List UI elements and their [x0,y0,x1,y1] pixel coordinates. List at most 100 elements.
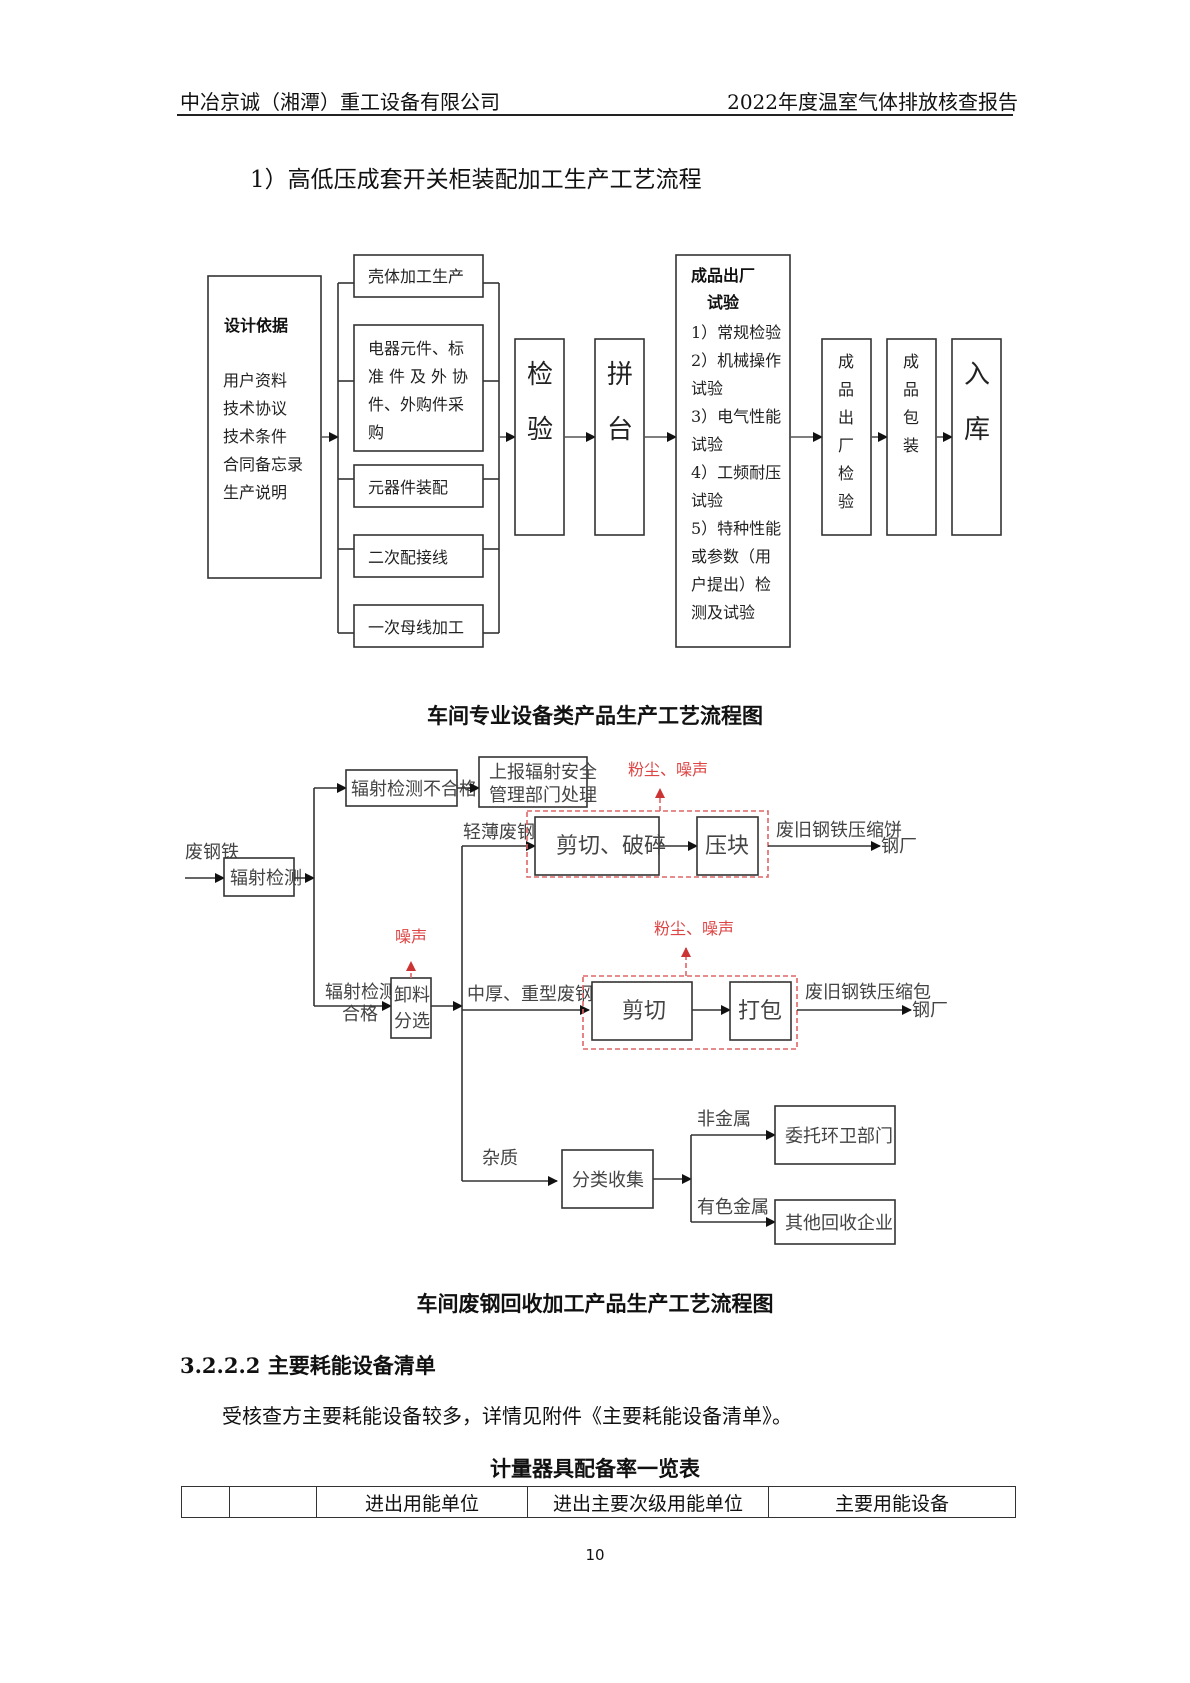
label-steel-mill: 钢厂 [881,836,917,857]
table-header-cell: 进出主要次级用能单位 [527,1486,769,1518]
label-light-scrap: 轻薄废钢 [463,822,535,843]
page-number: 10 [585,1546,605,1564]
svg-text:3）电气性能: 3）电气性能 [691,407,781,426]
label-nonmetal: 非金属 [697,1109,751,1130]
box-sanitation [774,1105,896,1165]
svg-text:件、外购件采: 件、外购件采 [368,395,464,414]
svg-text:试验: 试验 [691,435,723,454]
label-noise: 噪声 [395,927,427,946]
table-header-cell: 主要用能设备 [768,1486,1016,1518]
svg-text:剪切、破碎: 剪切、破碎 [556,834,666,859]
svg-text:压块: 压块 [705,834,749,859]
table-title: 计量器具配备率一览表 [490,1457,700,1481]
svg-text:成品出厂: 成品出厂 [691,266,755,285]
section-heading-energy-equipment: 3.2.2.2 主要耗能设备清单 [180,1353,436,1378]
svg-text:拼: 拼 [607,360,633,390]
metering-table: 进出用能单位 进出主要次级用能单位 主要用能设备 [181,1486,1016,1518]
svg-text:2）机械操作: 2）机械操作 [691,351,781,370]
design-basis-item: 合同备忘录 [223,455,303,474]
svg-text:成: 成 [903,352,919,371]
svg-text:户提出）检: 户提出）检 [691,575,771,594]
caption-scrap-flow: 车间废钢回收加工产品生产工艺流程图 [416,1292,774,1316]
flow1-diagram: 设计依据 用户资料 技术协议 技术条件 合同备忘录 生产说明 壳体加工生产 电器… [207,254,1002,648]
step-procurement: 电器元件、标 准件及外协 件、外购件采 购 [338,324,499,452]
emission-zone [526,810,769,878]
box-unload-sort [390,977,432,1039]
svg-text:验: 验 [838,492,854,511]
svg-text:验: 验 [527,415,553,445]
svg-text:或参数（用: 或参数（用 [691,547,771,566]
svg-text:4）工频耐压: 4）工频耐压 [691,463,781,482]
label-nonferrous: 有色金属 [697,1197,769,1218]
svg-text:一次母线加工: 一次母线加工 [368,618,464,637]
design-basis-item: 技术条件 [223,427,287,446]
svg-text:委托环卫部门: 委托环卫部门 [785,1126,893,1147]
svg-text:包: 包 [903,408,919,427]
svg-text:其他回收企业: 其他回收企业 [785,1213,893,1234]
header-divider [177,114,1013,116]
section-title-switchgear: 1）高低压成套开关柜装配加工生产工艺流程 [250,167,702,193]
svg-text:准件及外协: 准件及外协 [368,367,468,386]
design-basis-title: 设计依据 [224,316,288,335]
box-bale [729,981,792,1041]
box-recycler [774,1199,896,1245]
label-bale-out: 废旧钢铁压缩包 [805,982,931,1003]
svg-text:剪切: 剪切 [622,999,666,1024]
svg-text:电器元件、标: 电器元件、标 [368,339,464,358]
step-shell-processing: 壳体加工生产 [338,254,499,298]
label-radiation-fail: 辐射检测不合格 [351,779,477,800]
step-final-inspection: 成 品 出 厂 检 验 [821,338,872,536]
step-busbar-processing: 一次母线加工 [338,604,499,648]
svg-text:品: 品 [838,380,854,399]
svg-text:台: 台 [607,415,633,445]
svg-text:元器件装配: 元器件装配 [368,478,448,497]
step-packing: 成 品 包 装 [886,338,937,536]
table-header-cell [229,1486,317,1518]
box-shear [591,981,693,1041]
table-header-cell: 进出用能单位 [316,1486,528,1518]
label-radiation-pass: 辐射检测 [325,982,397,1003]
label-radiation-check: 辐射检测 [230,868,302,889]
box-sort-collect [561,1149,654,1209]
step-assembly-platform: 拼 台 [594,338,645,536]
svg-text:5）特种性能: 5）特种性能 [691,519,781,538]
design-basis-item: 生产说明 [223,483,287,502]
svg-text:上报辐射安全: 上报辐射安全 [489,762,597,783]
emission-zone [582,975,798,1050]
svg-text:二次配接线: 二次配接线 [368,548,448,567]
box-shear-crush [534,816,660,876]
box-radiation-fail [345,769,458,807]
svg-text:打包: 打包 [738,999,782,1024]
svg-text:厂: 厂 [838,436,854,455]
svg-text:测及试验: 测及试验 [691,603,755,622]
step-component-assembly: 元器件装配 [338,464,499,508]
svg-text:品: 品 [903,380,919,399]
box-radiation-check [223,857,295,897]
header-report-title: 2022年度温室气体排放核查报告 [727,90,1018,114]
label-impurity: 杂质 [482,1148,518,1169]
svg-text:合格: 合格 [342,1004,378,1025]
label-heavy-scrap: 中厚、重型废钢 [467,984,593,1005]
step-storage: 入 库 [951,338,1002,536]
svg-text:壳体加工生产: 壳体加工生产 [368,267,464,286]
design-basis-box [207,275,322,579]
caption-equipment-flow: 车间专业设备类产品生产工艺流程图 [427,704,763,728]
svg-text:试验: 试验 [691,491,723,510]
step-factory-test: 成品出厂 试验 1）常规检验 2）机械操作 试验 3）电气性能 试验 4）工频耐… [675,254,791,648]
svg-text:试验: 试验 [707,293,740,312]
section-paragraph: 受核查方主要耗能设备较多，详情见附件《主要耗能设备清单》。 [222,1404,792,1428]
box-press-block [696,816,759,876]
svg-text:试验: 试验 [691,379,723,398]
table-header-cell [181,1486,230,1518]
svg-text:购: 购 [368,423,384,442]
flow2-diagram: 废钢铁 辐射检测 辐射检测不合格 上报辐射安全 管理部门处理 辐射检测 合格 卸… [185,756,948,1245]
svg-text:1）常规检验: 1）常规检验 [691,323,781,342]
svg-text:检: 检 [527,360,553,390]
design-basis-item: 用户资料 [223,371,287,390]
svg-text:出: 出 [838,408,854,427]
label-dust-noise: 粉尘、噪声 [654,919,734,938]
box-report-authority [478,756,588,808]
label-steel-mill: 钢厂 [912,1000,948,1021]
design-basis-item: 技术协议 [223,399,287,418]
